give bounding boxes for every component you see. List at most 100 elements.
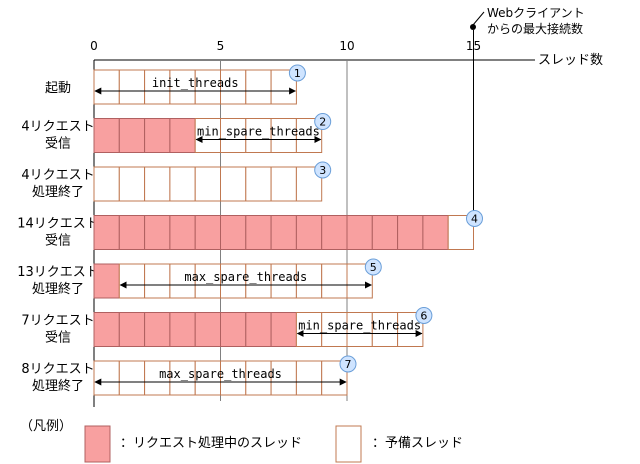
spare-thread-cell xyxy=(118,69,146,105)
busy-thread-cell xyxy=(245,312,272,347)
spare-thread-cell xyxy=(169,166,196,202)
busy-thread-cell xyxy=(245,215,272,250)
busy-thread-cell xyxy=(144,215,171,250)
busy-thread-cell xyxy=(144,312,171,347)
busy-thread-cell xyxy=(93,312,120,347)
legend-busy-swatch xyxy=(84,425,111,463)
busy-thread-cell xyxy=(346,215,373,250)
busy-thread-cell xyxy=(169,312,196,347)
step-badge xyxy=(415,307,433,324)
spare-thread-cell xyxy=(371,312,399,347)
spare-thread-cell xyxy=(194,360,221,396)
axis-tick-label-10: 10 xyxy=(339,39,354,53)
spare-thread-cell xyxy=(144,69,171,105)
step-badge xyxy=(288,64,306,82)
spare-thread-cell xyxy=(118,166,146,202)
row-label: 4リクエスト xyxy=(21,168,94,183)
busy-thread-cell xyxy=(220,215,247,250)
spare-thread-cell xyxy=(321,263,348,299)
spare-thread-cell xyxy=(118,263,146,299)
spare-thread-cell xyxy=(270,166,297,202)
spare-thread-cell xyxy=(144,166,171,202)
range-arrow-label: min_spare_threads xyxy=(298,319,421,333)
max-connections-dot xyxy=(470,24,476,30)
row-label: 4リクエスト xyxy=(21,120,94,135)
row-label: 起動 xyxy=(45,81,71,96)
row-label: 処理終了 xyxy=(32,281,84,297)
legend-spare-label: ：予備スレッド xyxy=(372,435,463,451)
row-label: 13リクエスト xyxy=(17,265,99,280)
spare-thread-cell xyxy=(270,118,297,153)
spare-thread-cell xyxy=(220,166,247,202)
spare-thread-cell xyxy=(93,69,120,105)
step-badge-number: 7 xyxy=(345,358,352,371)
step-badge xyxy=(339,355,357,373)
row-label: 処理終了 xyxy=(32,378,84,394)
busy-thread-cell xyxy=(93,215,120,250)
row-label: 受信 xyxy=(45,137,71,152)
step-badge xyxy=(466,210,483,227)
step-badge-number: 6 xyxy=(420,310,427,323)
step-badge-number: 3 xyxy=(319,164,326,177)
busy-thread-cell xyxy=(295,215,323,250)
spare-thread-cell xyxy=(295,263,323,299)
axis-tick-label-0: 0 xyxy=(90,39,98,53)
spare-thread-cell xyxy=(194,118,221,153)
step-badge-number: 2 xyxy=(319,116,326,129)
spare-thread-cell xyxy=(93,360,120,396)
axis-tick-label-5: 5 xyxy=(217,39,225,53)
busy-thread-cell xyxy=(93,118,120,153)
spare-thread-cell xyxy=(220,118,247,153)
row-label: 処理終了 xyxy=(32,184,84,200)
busy-thread-cell xyxy=(194,312,221,347)
max-connections-annotation: Webクライアント からの最大接続数 xyxy=(470,6,585,36)
busy-thread-cell xyxy=(194,215,221,250)
range-arrow-label: max_spare_threads xyxy=(159,367,282,381)
busy-thread-cell xyxy=(169,215,196,250)
row-label: 受信 xyxy=(45,234,71,249)
spare-thread-cell xyxy=(295,360,323,396)
spare-thread-cell xyxy=(144,360,171,396)
busy-thread-cell xyxy=(270,215,297,250)
step-badge xyxy=(314,161,332,179)
spare-thread-cell xyxy=(169,360,196,396)
spare-thread-cell xyxy=(270,360,297,396)
legend: （凡例） ：リクエスト処理中のスレッド ：予備スレッド xyxy=(20,419,463,463)
spare-thread-cell xyxy=(321,312,348,347)
axis-title: スレッド数 xyxy=(538,53,603,68)
spare-thread-cell xyxy=(194,166,221,202)
step-badge xyxy=(314,113,332,130)
row-label: 受信 xyxy=(45,331,71,346)
busy-thread-cell xyxy=(422,215,449,250)
step-badge-number: 4 xyxy=(471,213,478,226)
busy-thread-cell xyxy=(371,215,399,250)
busy-thread-cell xyxy=(169,118,196,153)
spare-thread-cell xyxy=(194,263,221,299)
spare-thread-cell xyxy=(93,166,120,202)
range-arrow-label: init_threads xyxy=(152,76,239,90)
spare-thread-cell xyxy=(144,263,171,299)
max-connections-leader xyxy=(472,11,485,26)
row-label: 8リクエスト xyxy=(21,362,94,377)
busy-thread-cell xyxy=(220,312,247,347)
spare-thread-cell xyxy=(245,263,272,299)
legend-busy-label: ：リクエスト処理中のスレッド xyxy=(120,436,302,451)
spare-thread-cell xyxy=(245,166,272,202)
legend-spare-swatch xyxy=(335,425,362,463)
legend-title: （凡例） xyxy=(20,419,72,434)
spare-thread-cell xyxy=(220,69,247,105)
spare-thread-cell xyxy=(169,69,196,105)
step-badge xyxy=(364,258,382,276)
max-connections-label-line1: Webクライアント xyxy=(487,6,585,20)
spare-thread-cell xyxy=(295,312,323,347)
spare-thread-cell xyxy=(118,360,146,396)
